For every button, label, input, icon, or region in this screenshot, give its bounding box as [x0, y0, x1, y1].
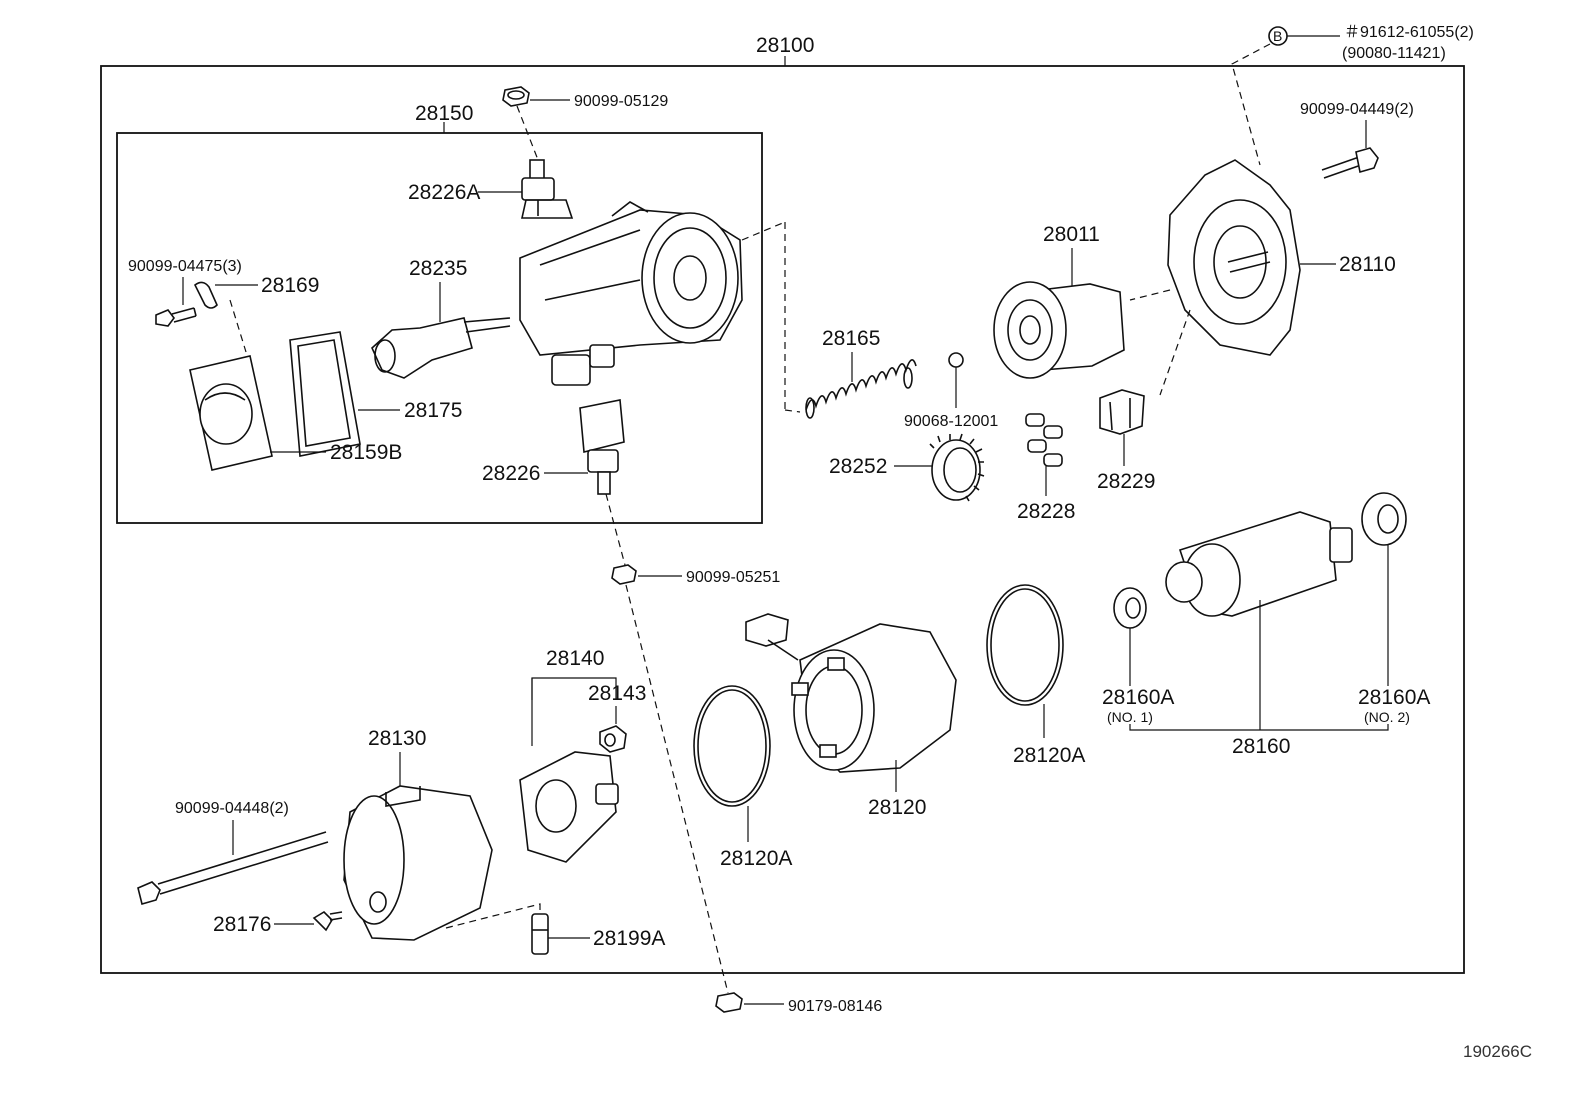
label-28199A: 28199A	[593, 927, 665, 950]
gasket-28175	[289, 331, 361, 457]
label-28160A-no1: 28160A	[1102, 686, 1174, 709]
callout-B-alt-part: (90080-11421)	[1342, 45, 1446, 62]
brush-28143	[599, 725, 627, 753]
label-90099-05251: 90099-05251	[686, 569, 780, 586]
screw-28176	[312, 910, 343, 932]
label-90099-04475: 90099-04475(3)	[128, 258, 242, 275]
label-28130: 28130	[368, 727, 426, 750]
label-90099-04449: 90099-04449(2)	[1300, 101, 1414, 118]
label-28011: 28011	[1043, 223, 1100, 246]
o-ring-28120A-left	[693, 685, 771, 807]
subassembly-number: 28150	[415, 102, 473, 125]
subassembly-frame	[116, 132, 763, 524]
rollers-28228	[1025, 413, 1063, 467]
o-ring-28120A-right	[986, 584, 1064, 706]
label-28140: 28140	[546, 647, 604, 670]
spring-28165	[805, 359, 917, 419]
magnetic-switch-housing	[519, 201, 743, 386]
bolt-90099-04475	[155, 307, 197, 327]
label-28160A-no2-sub: (NO. 2)	[1364, 709, 1410, 725]
assembly-frame	[100, 65, 1465, 974]
label-28143: 28143	[588, 682, 646, 705]
label-28160A-no1-sub: (NO. 1)	[1107, 709, 1153, 725]
bolt-90099-04449	[1321, 147, 1379, 179]
label-28165: 28165	[822, 327, 880, 350]
nut-90179-08146	[715, 992, 743, 1013]
label-28176: 28176	[213, 913, 271, 936]
end-frame-28130	[343, 785, 493, 941]
label-90179-08146: 90179-08146	[788, 998, 882, 1015]
callout-B-part: ＃91612-61055(2)	[1344, 24, 1474, 41]
clip-28169	[193, 281, 218, 309]
armature-28160	[1165, 511, 1353, 617]
nut-90099-05251	[611, 564, 637, 585]
label-28229: 28229	[1097, 470, 1155, 493]
label-28120: 28120	[868, 796, 926, 819]
drawing-code: 190266C	[1463, 1042, 1532, 1061]
ball-90068-12001	[948, 352, 964, 368]
label-28226: 28226	[482, 462, 540, 485]
label-28160: 28160	[1232, 735, 1290, 758]
label-28252: 28252	[829, 455, 887, 478]
label-90099-05129: 90099-05129	[574, 93, 668, 110]
label-28160A-no2: 28160A	[1358, 686, 1430, 709]
gear-28252	[929, 433, 985, 502]
label-28120A-right: 28120A	[1013, 744, 1085, 767]
terminal-28226	[579, 399, 625, 495]
label-28120A-left: 28120A	[720, 847, 792, 870]
yoke-28120	[745, 613, 957, 773]
plunger-28235	[371, 317, 511, 379]
label-28235: 28235	[409, 257, 467, 280]
bearing-28160A-no1	[1113, 587, 1147, 629]
through-bolt-90099-04448	[137, 831, 329, 905]
housing-28110	[1167, 159, 1301, 356]
clutch-28011	[993, 281, 1125, 379]
bearing-28160A-no2	[1361, 492, 1407, 546]
label-90099-04448: 90099-04448(2)	[175, 800, 289, 817]
callout-B-symbol: B	[1273, 28, 1282, 44]
label-28226A: 28226A	[408, 181, 480, 204]
terminal-28226A	[521, 159, 574, 219]
nut-90099-05129	[502, 86, 530, 107]
assembly-number: 28100	[756, 34, 814, 57]
plug-28199A	[531, 913, 549, 955]
label-28169: 28169	[261, 274, 319, 297]
label-28228: 28228	[1017, 500, 1075, 523]
label-90068-12001: 90068-12001	[904, 413, 998, 430]
label-28159B: 28159B	[330, 441, 402, 464]
retainer-28229	[1099, 389, 1145, 435]
cover-28159B	[189, 355, 273, 471]
brush-holder-28140	[519, 751, 619, 863]
label-28110: 28110	[1339, 253, 1396, 276]
label-28175: 28175	[404, 399, 462, 422]
